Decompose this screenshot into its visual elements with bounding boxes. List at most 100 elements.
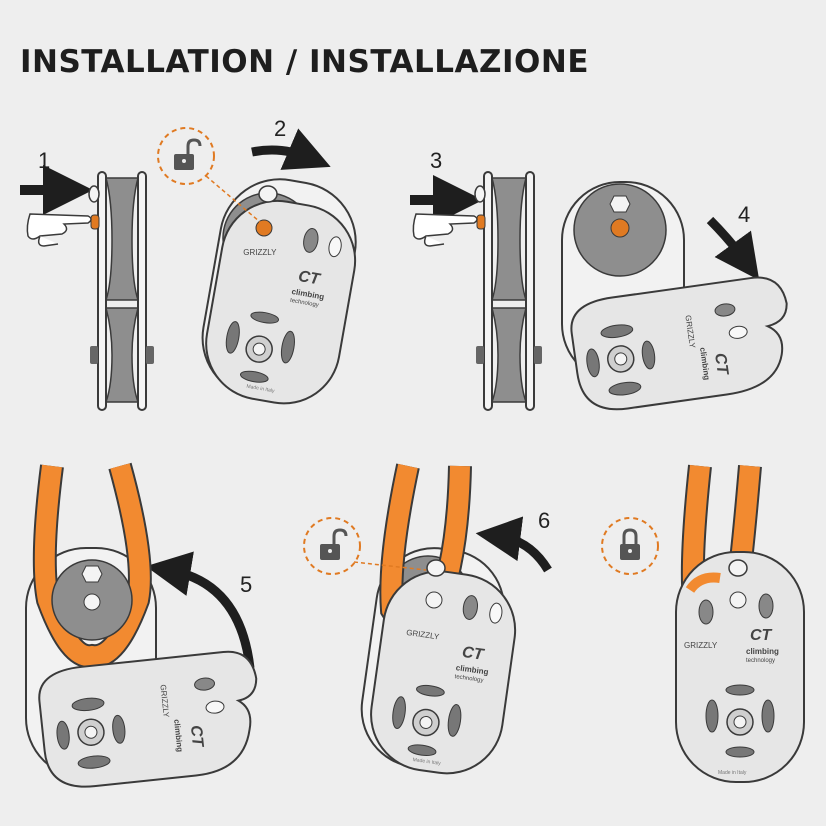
curved-arrow-icon (251, 128, 331, 170)
lightening-slot (761, 699, 775, 733)
pointing-hand-icon (26, 213, 92, 247)
lightening-slot (56, 720, 70, 750)
step-3-number: 3 (430, 148, 442, 173)
lightening-slot (725, 684, 755, 696)
callout-line (205, 175, 261, 223)
device-plate-front (370, 570, 517, 775)
brand-logo: CT (750, 627, 773, 644)
model-label: GRIZZLY (158, 684, 170, 719)
pin (88, 185, 100, 203)
axle-bolt (83, 593, 101, 611)
brand-line1: climbing (172, 719, 184, 753)
device-plate-front (38, 650, 258, 788)
pin (728, 559, 748, 577)
lightening-slot (447, 704, 462, 737)
lightening-slot (194, 677, 216, 691)
lightening-slot (698, 599, 714, 625)
lightening-slot (725, 746, 755, 758)
brand-logo: CT (297, 268, 322, 289)
axle (146, 346, 154, 364)
axle-bolt (419, 715, 433, 729)
step-1-figure: 1 (20, 148, 154, 411)
callout-line (353, 561, 427, 571)
axle-bolt (425, 591, 443, 609)
step-1-number: 1 (38, 148, 50, 173)
step-4-figure: 4 GRIZZLY CT climbing (561, 181, 788, 411)
lightening-slot (705, 699, 719, 733)
lightening-slot (205, 700, 225, 714)
lightening-slot (392, 696, 406, 729)
axle-bolt (733, 715, 747, 729)
pin (258, 185, 278, 203)
lightening-slot (608, 381, 642, 396)
side-plate (525, 171, 535, 411)
lightening-slot (728, 325, 748, 339)
pointing-hand-icon (412, 213, 478, 247)
lightening-slot (112, 714, 126, 744)
padlock-open-icon (320, 528, 348, 560)
lightening-slot (586, 348, 600, 378)
curved-arrow-icon (475, 516, 552, 573)
lightening-slot (303, 228, 319, 253)
brand-line2: technology (746, 658, 775, 664)
lightening-slot (489, 602, 503, 624)
made-in-label: Made in Italy (412, 757, 441, 767)
axle (534, 346, 542, 364)
axle-bolt (614, 352, 628, 366)
lightening-slot (641, 340, 656, 370)
model-label: GRIZZLY (684, 641, 718, 650)
made-in-label: Made in Italy (718, 770, 747, 776)
brand-logo: CT (187, 724, 206, 748)
release-button (610, 218, 630, 238)
lightening-slot (239, 370, 269, 383)
step-3-figure: 3 (410, 148, 542, 411)
lightening-slot (407, 744, 437, 757)
step-6-number: 6 (538, 508, 550, 533)
brand-line2: technology (454, 674, 484, 684)
lightening-slot (225, 321, 240, 354)
axle (90, 346, 98, 364)
axle-bolt (252, 342, 266, 356)
pin (426, 559, 446, 577)
made-in-label: Made in Italy (246, 384, 275, 395)
step-5-number: 5 (240, 572, 252, 597)
release-button (255, 219, 273, 237)
curved-arrow-icon (706, 216, 760, 281)
sheave (104, 177, 140, 301)
side-plate (97, 171, 107, 411)
unlock-badge (157, 127, 215, 185)
lightening-slot (280, 330, 295, 364)
brand-line1: climbing (746, 647, 779, 656)
axle (476, 346, 484, 364)
curved-arrow-icon (145, 551, 255, 669)
model-label: GRIZZLY (243, 248, 277, 257)
lightening-slot (71, 697, 105, 712)
lightening-slot (714, 303, 736, 317)
pin (474, 185, 486, 203)
sheave (104, 307, 140, 403)
lightening-slot (600, 324, 634, 339)
step-2-number: 2 (274, 116, 286, 141)
lightening-slot (77, 755, 111, 769)
sheave (490, 307, 528, 403)
sheave (490, 177, 528, 301)
axle-bolt (84, 725, 98, 739)
step-2-figure: 2 GRIZZLY CT climbing technology Made in… (157, 116, 357, 405)
final-locked-figure: GRIZZLY CT climbing technology Made in I… (601, 464, 805, 783)
brand-logo: CT (711, 352, 731, 377)
side-plate (483, 171, 493, 411)
rope (34, 463, 150, 667)
nut (81, 565, 103, 583)
device-plate-front (205, 199, 357, 405)
lightening-slot (416, 684, 445, 697)
rope (685, 572, 721, 594)
lightening-slot (328, 236, 342, 258)
brand-logo: CT (461, 644, 486, 664)
unlock-badge (303, 517, 361, 575)
lightening-slot (462, 595, 479, 620)
step-4-number: 4 (738, 202, 750, 227)
lock-badge (601, 517, 659, 575)
release-button (476, 214, 486, 230)
page-title: INSTALLATION / INSTALLAZIONE (20, 44, 590, 80)
